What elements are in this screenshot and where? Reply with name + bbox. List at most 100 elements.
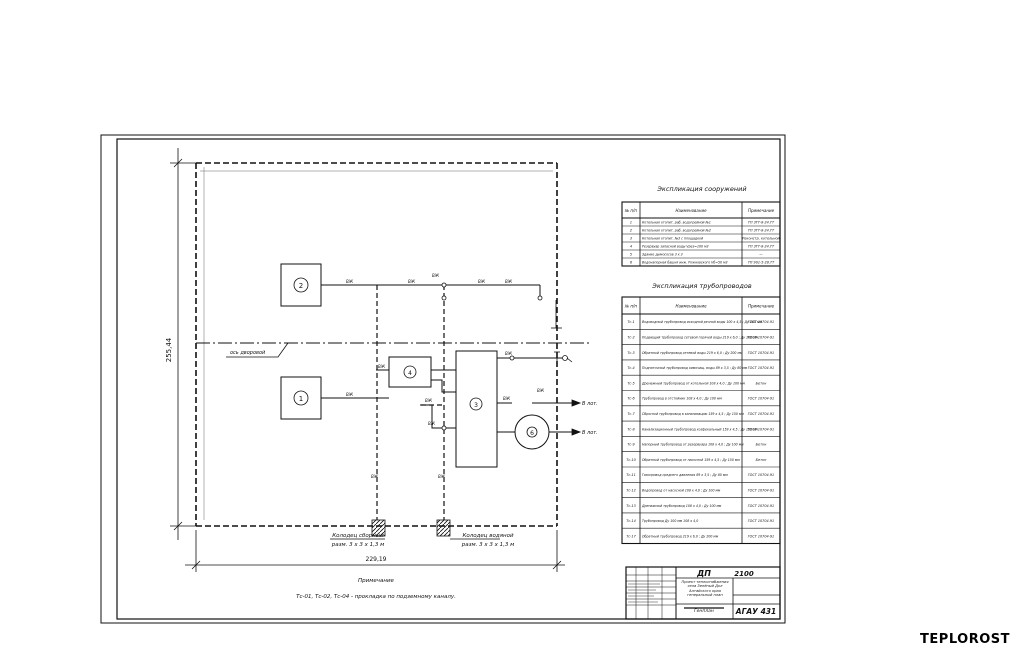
table-cell: ГОСТ 10704-91 bbox=[748, 397, 774, 401]
table-cell: Бетон bbox=[756, 458, 767, 462]
outlet-arrows bbox=[571, 399, 582, 436]
building-1: 1 bbox=[280, 376, 322, 420]
watermark: TEPLOROST bbox=[920, 632, 1010, 647]
table-cell: ТП 901-5-28.ТТ bbox=[748, 261, 775, 265]
table-cell: Дренажный трубопровод от котельной 108 х… bbox=[641, 381, 745, 385]
note-text: Тс-01, Тс-02, Тс-04 - прокладка по подзе… bbox=[296, 594, 456, 600]
table-cell: Реконстр. котельной bbox=[742, 237, 780, 241]
pipe-label: ВЖ bbox=[408, 279, 416, 284]
table-cell: Подающий трубопровод сетевой горячей вод… bbox=[642, 335, 759, 339]
table-cell: Тс-9 bbox=[627, 443, 634, 447]
table-cell: Обратный трубопровод сетевой воды 219 х … bbox=[642, 351, 743, 355]
table-cell: Водопровод от насосной 108 х 4,0 ; Ду 10… bbox=[642, 488, 721, 492]
table-cell: Тс-1 bbox=[627, 320, 634, 324]
pipe-label: ВЖ bbox=[503, 396, 511, 401]
table-cell: 6 bbox=[630, 261, 632, 265]
building-6-number: 6 bbox=[530, 430, 534, 437]
table-header-cell: № п/п bbox=[624, 304, 637, 309]
table-cell: 1 bbox=[630, 221, 632, 225]
building-4: 4 bbox=[388, 356, 432, 388]
table-cell: Здание дымососов 3 х 3 bbox=[642, 253, 683, 257]
table-cell: Дренажный трубопровод 108 х 4,0 ; Ду 100… bbox=[641, 504, 722, 508]
axis-label: ось дворовой bbox=[230, 350, 266, 356]
table-cell: ТП 3ТТ-8-24.ТТ bbox=[748, 229, 775, 233]
table-cell: Газопровод среднего давления 89 х 3,5 ; … bbox=[642, 473, 728, 477]
dimension-vertical-label: 255,44 bbox=[165, 337, 173, 362]
pipe-nodes bbox=[441, 282, 543, 431]
table-cell: Тс-14 bbox=[626, 519, 635, 523]
pipe-label: ВЖ bbox=[371, 474, 379, 479]
stamp-code: ДП bbox=[696, 569, 711, 578]
table-cell: ГОСТ 10704-91 bbox=[748, 366, 774, 370]
dimension-horizontal bbox=[185, 530, 565, 572]
well-2-title: Колодец водяной bbox=[462, 533, 514, 539]
building-1-number: 1 bbox=[299, 395, 303, 403]
hydrant-symbol bbox=[551, 300, 573, 363]
table-cell: Тс-13 bbox=[626, 504, 635, 508]
table-cell: ГОСТ 10704-91 bbox=[748, 534, 774, 538]
table-cell: — bbox=[759, 253, 763, 257]
stamp-description-box: Проект теплоснабжения села Зелёный Дол А… bbox=[681, 580, 729, 598]
stamp-description: Проект теплоснабжения села Зелёный Дол А… bbox=[681, 580, 729, 598]
table-cell: Тс-11 bbox=[626, 473, 635, 477]
pipe-label: ВЖ bbox=[478, 279, 486, 284]
table-cell: ТП 3ТТ-8-24.ТТ bbox=[748, 221, 775, 225]
table-cell: 2 bbox=[630, 229, 632, 233]
table1-title: Экспликация сооружений bbox=[656, 185, 746, 193]
table-cell: Тс-17 bbox=[626, 534, 636, 538]
table-cell: Бетон bbox=[756, 381, 767, 385]
table-header-cell: Примечание bbox=[748, 208, 775, 213]
table-cell: Обратный трубопровод от насосной 159 х 4… bbox=[642, 458, 740, 462]
table-cell: Котельная отопит. раб. водогрейной №1 bbox=[642, 221, 711, 225]
outlet-label-1: В лот. bbox=[582, 401, 598, 407]
table-cell: Трубопровод Ду 100 мм 108 х 4,0 bbox=[642, 519, 698, 523]
table-cell: 4 bbox=[630, 245, 632, 249]
table-cell: 5 bbox=[630, 253, 632, 257]
title-block-scribble bbox=[628, 583, 660, 603]
pipe-labels: ВЖ ВЖ ВЖ ВЖ ВЖ ВЖ ВЖ ВЖ ВЖ ВЖ ВЖ ВЖ ВЖ В… bbox=[346, 273, 545, 479]
table-cell: Котельная отопит. раб. водогрейной №2 bbox=[642, 229, 711, 233]
table-cell: Тс-4 bbox=[627, 366, 634, 370]
outlet-label-2: В лот. bbox=[582, 430, 598, 436]
table-cell: ГОСТ 10704-91 bbox=[748, 320, 774, 324]
stamp-org: АГАУ 431 bbox=[735, 607, 776, 616]
table-cell: Водоводный трубопровод исходной речной в… bbox=[642, 320, 762, 324]
table-cell: Тс-2 bbox=[627, 335, 634, 339]
table-cell: Напорный трубопровод от резервуара 108 х… bbox=[642, 443, 744, 447]
pipe-label: ВЖ bbox=[346, 279, 354, 284]
table-cell: Бетон bbox=[756, 443, 767, 447]
table2-title: Экспликация трубопроводов bbox=[651, 282, 752, 290]
table-cell: Обратный трубопровод 219 х 6,0 ; Ду 200 … bbox=[642, 534, 719, 538]
building-2: 2 bbox=[280, 263, 322, 307]
well-1-title: Колодец сборный bbox=[332, 533, 384, 539]
table-cell: Резервуар запасной воды Vрез=100 м3 bbox=[642, 245, 709, 249]
pipelines-dashed bbox=[376, 285, 445, 520]
pipe-label: ВЖ bbox=[505, 279, 513, 284]
table-cell: Тс-10 bbox=[626, 458, 635, 462]
table-cell: ГОСТ 10704-91 bbox=[748, 488, 774, 492]
well-symbols bbox=[330, 519, 500, 540]
table-cell: Тс-6 bbox=[627, 397, 634, 401]
building-2-number: 2 bbox=[299, 282, 303, 290]
table-header-cell: Наименование bbox=[675, 208, 707, 213]
table-border bbox=[621, 296, 781, 545]
pipe-label: ВЖ bbox=[428, 421, 436, 426]
table-header-cell: № п/п bbox=[624, 208, 637, 213]
table-cell: Котельная отопит. №3 с площадкой bbox=[642, 237, 703, 241]
table-cell: ГОСТ 10704-91 bbox=[748, 473, 774, 477]
building-3: 3 bbox=[455, 350, 498, 468]
dimension-vertical bbox=[170, 148, 196, 540]
pipe-label: ВЖ bbox=[425, 398, 433, 403]
table-cell: Тс-8 bbox=[627, 427, 635, 431]
table-header-cell: Примечание bbox=[748, 304, 775, 309]
pipelines-solid bbox=[321, 284, 580, 433]
pipe-label: ВЖ bbox=[438, 474, 446, 479]
building-6-tower: 6 bbox=[514, 414, 550, 450]
table-cell: ГОСТ 10704-91 bbox=[748, 504, 774, 508]
stamp-year: 2100 bbox=[734, 570, 754, 578]
dimension-horizontal-label: 229,19 bbox=[366, 556, 387, 563]
stamp-sheet-name: Генплан bbox=[694, 608, 714, 614]
pipe-label: ВЖ bbox=[346, 392, 354, 397]
